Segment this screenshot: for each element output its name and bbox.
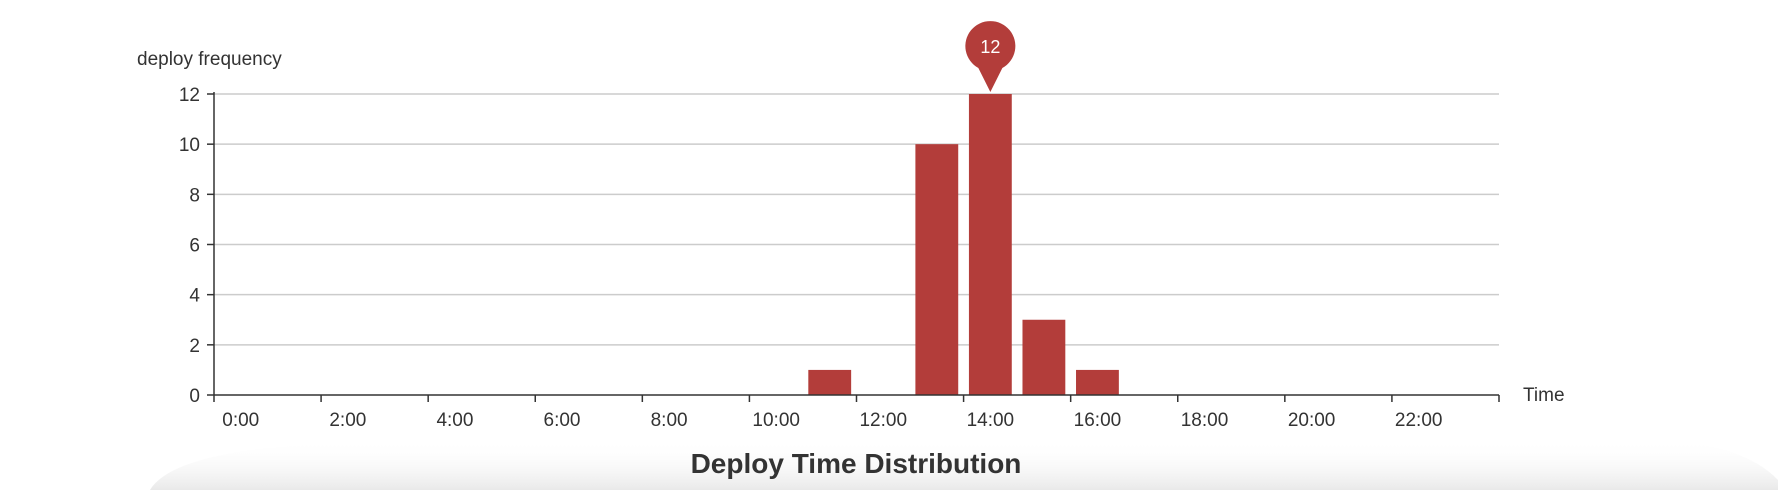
x-tick-label: 22:00 (1395, 410, 1443, 431)
grid-lines (214, 93, 1499, 346)
x-tick-label: 2:00 (329, 410, 366, 431)
y-tick-label: 10 (179, 135, 200, 156)
bar-16:00 (1076, 369, 1119, 395)
x-tick-label: 8:00 (651, 410, 688, 431)
marker-label: 12 (980, 37, 1000, 57)
bar-series (808, 94, 1119, 395)
y-axis-label: deploy frequency (137, 49, 282, 70)
x-tick-label: 4:00 (436, 410, 473, 431)
x-tick-label: 16:00 (1074, 410, 1122, 431)
x-tick-label: 12:00 (859, 410, 907, 431)
y-tick-label: 4 (189, 286, 200, 307)
bar-15:00 (1022, 319, 1066, 395)
bar-11:00 (808, 369, 852, 395)
y-tick-label: 12 (179, 85, 200, 106)
bar-13:00 (915, 144, 959, 395)
axes: 0 2 4 6 8 10 12 0:00 2:00 4:00 6:00 8:00 10:00 12:00 1… (179, 85, 1500, 431)
y-tick-label: 8 (189, 185, 200, 206)
max-value-marker: 12 (965, 21, 1016, 93)
y-tick-label: 0 (189, 386, 200, 407)
bar-14:00 (968, 94, 1012, 395)
x-tick-label: 14:00 (967, 410, 1015, 431)
chart-title: Deploy Time Distribution (690, 448, 1022, 479)
x-axis-label: Time (1523, 385, 1565, 406)
x-tick-label: 18:00 (1181, 410, 1229, 431)
y-tick-label: 2 (189, 336, 200, 357)
marker-pin (965, 21, 1016, 93)
x-tick-label: 6:00 (544, 410, 581, 431)
x-tick-label: 20:00 (1288, 410, 1336, 431)
y-tick-label: 6 (189, 236, 200, 257)
x-tick-label: 0:00 (222, 410, 259, 431)
x-tick-label: 10:00 (752, 410, 800, 431)
